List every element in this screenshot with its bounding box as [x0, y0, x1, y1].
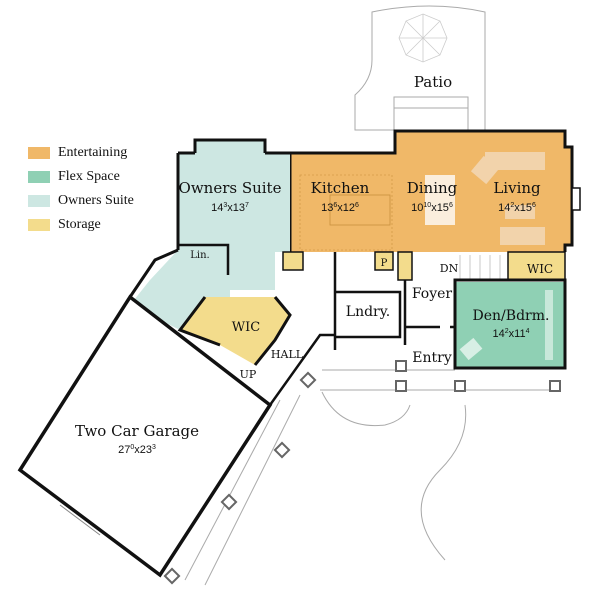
legend-item-entertaining: Entertaining — [28, 141, 134, 165]
room-pantry — [374, 251, 394, 271]
room-dims-kitchen: 136x126 — [321, 202, 359, 214]
storage-closet — [282, 251, 304, 271]
hall-wall — [268, 333, 335, 406]
room-wic-owner: WIC — [177, 296, 292, 366]
room-label-living: Living — [493, 179, 541, 197]
room-label-garage: Two Car Garage — [75, 422, 199, 440]
room-label-patio: Patio — [414, 73, 452, 91]
room-dims-den: 142x114 — [493, 328, 530, 340]
room-garage: Two Car Garage 270x233 — [17, 294, 273, 578]
room-label-foyer: Foyer — [412, 286, 453, 302]
room-label-owners-suite: Owners Suite — [179, 179, 282, 197]
stairs-down — [459, 255, 501, 280]
porch — [184, 369, 555, 586]
legend-item-flex-space: Flex Space — [28, 165, 134, 189]
legend-label: Owners Suite — [58, 193, 134, 208]
legend-item-owners-suite: Owners Suite — [28, 189, 134, 213]
room-label-entry: Entry — [412, 350, 452, 366]
room-owners-suite: Owners Suite 143x137 Lin. — [128, 138, 290, 330]
room-dims-living: 142x156 — [498, 202, 536, 214]
room-entertaining: Kitchen 136x126 Dining 1010x156 Living 1… — [288, 129, 581, 252]
room-label-hall: HALL — [271, 348, 304, 361]
swatch-flex-space — [28, 171, 50, 183]
patio: Patio — [354, 5, 486, 132]
room-label-wic-owner: WIC — [232, 320, 260, 335]
room-den: Den/Bdrm. 142x114 — [453, 278, 567, 370]
legend: Entertaining Flex Space Owners Suite Sto… — [28, 141, 134, 237]
room-label-wic-den: WIC — [527, 262, 553, 276]
room-label-den: Den/Bdrm. — [473, 308, 550, 324]
storage-closet-foyer — [397, 251, 413, 281]
legend-item-storage: Storage — [28, 213, 134, 237]
legend-label: Storage — [58, 217, 101, 232]
room-dims-owners-suite: 143x137 — [211, 202, 249, 214]
room-dims-garage: 270x233 — [118, 444, 156, 456]
room-label-dining: Dining — [407, 179, 458, 197]
room-label-laundry: Lndry. — [346, 304, 390, 320]
room-label-linen: Lin. — [190, 250, 209, 261]
umbrella-icon — [398, 13, 448, 63]
stairs-label-up: UP — [240, 368, 257, 381]
porch-posts — [163, 360, 561, 585]
swatch-owners-suite — [28, 195, 50, 207]
room-label-pantry: P — [381, 258, 388, 269]
swatch-storage — [28, 219, 50, 231]
room-label-kitchen: Kitchen — [311, 179, 370, 197]
legend-label: Flex Space — [58, 169, 120, 184]
room-dims-dining: 1010x156 — [411, 202, 453, 214]
stairs-label-down: DN — [440, 262, 459, 275]
legend-label: Entertaining — [58, 145, 128, 160]
swatch-entertaining — [28, 147, 50, 159]
